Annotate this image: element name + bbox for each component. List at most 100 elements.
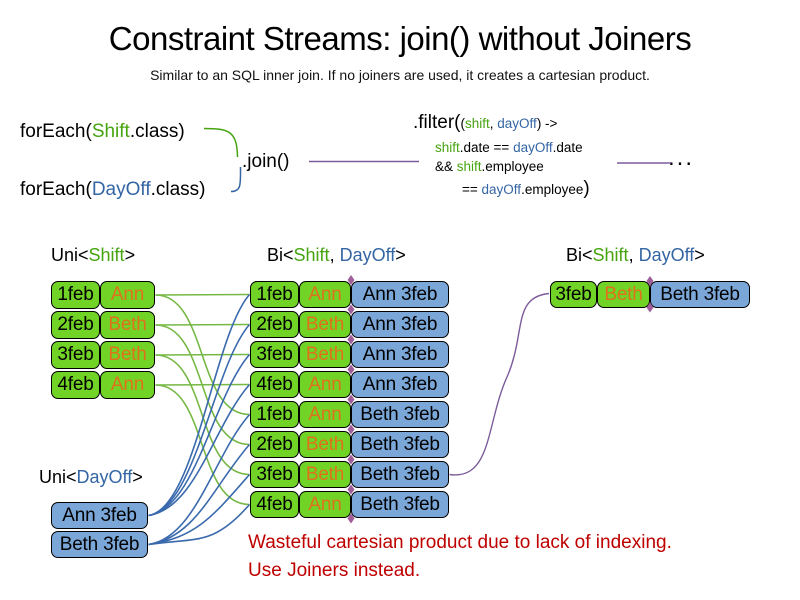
code-filter: .filter((shift, dayOff) -> shift.date ==… bbox=[413, 112, 590, 200]
text-segment: == bbox=[462, 182, 482, 197]
text-segment: Shift bbox=[88, 245, 125, 265]
text-segment: Bi< bbox=[566, 245, 593, 265]
text-segment: DayOff bbox=[638, 245, 695, 265]
shift-row-date: 2feb bbox=[51, 311, 100, 339]
connector-dayoff-line bbox=[148, 293, 251, 517]
code-filter-line4-text: == dayOff.employee bbox=[462, 182, 583, 197]
text-segment: , bbox=[489, 116, 498, 131]
bi-row-date: 2feb bbox=[250, 311, 299, 338]
connector-shift-line bbox=[155, 294, 250, 416]
bi-row-pair: Ann 3feb bbox=[351, 311, 449, 338]
text-segment: .date == bbox=[459, 140, 514, 155]
code-filter-keyword: .filter( bbox=[413, 112, 461, 133]
brace-dayoff-line bbox=[230, 166, 242, 193]
text-segment: Shift bbox=[293, 245, 330, 265]
connector-dayoff-line bbox=[148, 473, 251, 546]
shift-row-name: Beth bbox=[100, 311, 155, 339]
bi-row-pair: Beth 3feb bbox=[351, 461, 449, 488]
code-filter-line3: && shift.employee bbox=[435, 157, 590, 176]
shift-row-date: 3feb bbox=[51, 341, 100, 369]
warning-line1: Wasteful cartesian product due to lack o… bbox=[248, 532, 672, 553]
code-foreach-shift: forEach(Shift.class) bbox=[20, 121, 185, 143]
shift-row-date: 4feb bbox=[51, 371, 100, 399]
shift-row-name: Ann bbox=[100, 281, 155, 309]
label-uni-shift: Uni<Shift> bbox=[51, 245, 135, 266]
connector-dayoff-line bbox=[148, 323, 251, 517]
bi-row-name: Ann bbox=[299, 491, 351, 518]
label-bi-join: Bi<Shift, DayOff> bbox=[267, 245, 406, 266]
text-segment: Shift bbox=[592, 245, 629, 265]
bi-row-pair: Beth 3feb bbox=[351, 491, 449, 518]
shift-row-date: 1feb bbox=[51, 281, 100, 309]
bi-row-date: 2feb bbox=[250, 431, 299, 458]
dayoff-row-text: Beth 3feb bbox=[51, 531, 148, 558]
text-segment: .class) bbox=[150, 179, 206, 200]
bi-row-pair: Beth 3feb bbox=[351, 401, 449, 428]
label-bi-result: Bi<Shift, DayOff> bbox=[566, 245, 705, 266]
bi-row-name: Beth bbox=[299, 431, 351, 458]
code-join: .join() bbox=[242, 151, 290, 172]
bi-row-pair: Beth 3feb bbox=[351, 431, 449, 458]
text-segment: DayOff bbox=[91, 179, 151, 200]
text-segment: > bbox=[395, 245, 406, 265]
code-filter-close-paren: ) bbox=[583, 178, 590, 199]
connector-dayoff-line bbox=[148, 413, 251, 546]
code-filter-args: (shift, dayOff) -> bbox=[461, 116, 558, 131]
warning-line2: Use Joiners instead. bbox=[248, 560, 421, 581]
text-segment: .date bbox=[552, 140, 583, 155]
text-segment: dayOff bbox=[481, 182, 522, 197]
bi-row-pair: Ann 3feb bbox=[351, 371, 449, 398]
result-row-pair: Beth 3feb bbox=[650, 281, 750, 308]
connector-shift-line bbox=[155, 324, 250, 446]
bi-row-name: Beth bbox=[299, 341, 351, 368]
text-segment: Uni< bbox=[39, 467, 77, 487]
bi-row-date: 4feb bbox=[250, 491, 299, 518]
dayoff-row: Ann 3feb bbox=[51, 502, 148, 529]
ellipsis: ... bbox=[668, 144, 695, 171]
slide-title: Constraint Streams: join() without Joine… bbox=[108, 20, 692, 57]
connector-dayoff-line bbox=[148, 383, 251, 517]
text-segment: ) -> bbox=[536, 116, 558, 131]
brace-shift-line bbox=[203, 127, 239, 158]
connector-dayoff-line bbox=[148, 503, 251, 546]
text-segment: Uni< bbox=[51, 245, 89, 265]
text-segment: dayOff bbox=[513, 140, 553, 155]
bi-row-name: Ann bbox=[299, 281, 351, 308]
dayoff-row: Beth 3feb bbox=[51, 531, 148, 558]
shift-row-name: Ann bbox=[100, 371, 155, 399]
bi-row-name: Ann bbox=[299, 401, 351, 428]
text-segment: DayOff bbox=[76, 467, 133, 487]
text-segment: Shift bbox=[91, 121, 130, 142]
code-filter-line2: shift.date == dayOff.date bbox=[435, 138, 590, 157]
text-segment: .employee bbox=[521, 182, 584, 197]
connector-shift-line bbox=[155, 383, 250, 386]
text-segment: shift bbox=[465, 116, 490, 131]
text-segment: shift bbox=[435, 140, 460, 155]
text-segment: > bbox=[132, 467, 143, 487]
text-segment: ( bbox=[460, 116, 466, 131]
warning-text: Wasteful cartesian product due to lack o… bbox=[248, 529, 672, 585]
shift-row-name: Beth bbox=[100, 341, 155, 369]
result-row-name: Beth bbox=[597, 281, 650, 308]
text-segment: forEach( bbox=[20, 179, 92, 200]
code-foreach-dayoff: forEach(DayOff.class) bbox=[20, 179, 206, 201]
text-segment: > bbox=[694, 245, 705, 265]
text-segment: , bbox=[628, 245, 639, 265]
bi-row-name: Ann bbox=[299, 371, 351, 398]
text-segment: Bi< bbox=[267, 245, 294, 265]
bi-row-date: 3feb bbox=[250, 461, 299, 488]
bi-row-pair: Ann 3feb bbox=[351, 281, 449, 308]
bi-row-name: Beth bbox=[299, 311, 351, 338]
code-filter-line4: == dayOff.employee) bbox=[462, 179, 590, 200]
connector-shift-line bbox=[155, 384, 250, 506]
bi-row-date: 1feb bbox=[250, 401, 299, 428]
